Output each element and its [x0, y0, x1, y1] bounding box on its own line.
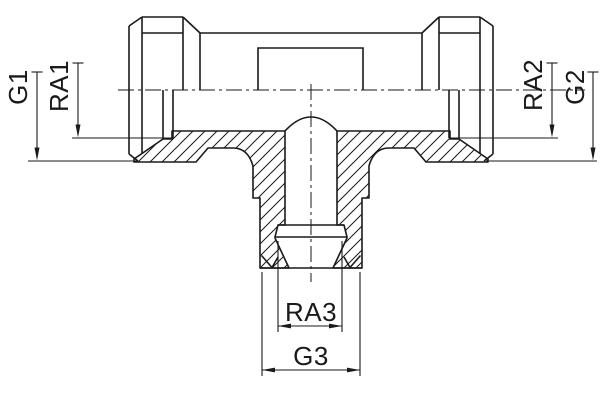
dimensions: G1 RA1 RA2 G2 RA3 G3	[3, 59, 599, 376]
dimension-ra1	[72, 62, 173, 139]
dimension-g3	[261, 272, 361, 376]
dimension-g2	[486, 71, 599, 162]
ra3-arrow-left	[278, 323, 291, 329]
dimension-label-g1: G1	[3, 69, 33, 105]
dimension-label-g3: G3	[293, 341, 329, 371]
right-tube-stub	[448, 90, 460, 138]
ra3-arrow-right	[329, 323, 342, 329]
dimension-labels: G1 RA1 RA2 G2 RA3 G3	[3, 59, 590, 371]
dimension-ra2	[449, 62, 558, 139]
ra1-arrow-down	[75, 124, 81, 138]
left-tube-stub	[162, 90, 174, 138]
g1-arrow-down	[34, 147, 40, 161]
dimension-label-ra3: RA3	[285, 297, 337, 327]
dimension-label-ra1: RA1	[44, 60, 74, 112]
dimension-arrows	[34, 124, 596, 373]
body-center-rectangle	[257, 47, 364, 90]
g3-arrow-left	[262, 367, 275, 373]
right-nut	[421, 16, 494, 162]
centerlines	[118, 84, 585, 282]
ra2-arrow-down	[549, 124, 555, 138]
g2-arrow-down	[590, 147, 596, 161]
g3-arrow-right	[347, 367, 360, 373]
fitting-outline	[128, 16, 494, 269]
dimension-label-g2: G2	[560, 69, 590, 105]
dimension-g1	[28, 71, 137, 162]
dimension-label-ra2: RA2	[518, 59, 548, 111]
drawing-root: G1 RA1 RA2 G2 RA3 G3	[3, 16, 599, 376]
